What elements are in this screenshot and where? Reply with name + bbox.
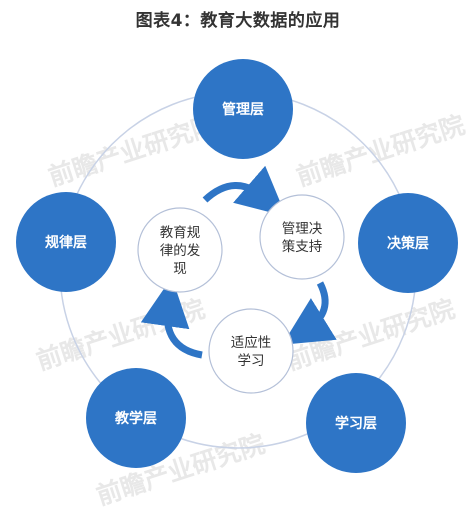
outer-node-top-circle [193,59,293,159]
inner-node-right-circle [259,194,345,280]
cycle-arrow-right [282,281,337,345]
inner-node-bottom-line-2: 学习 [238,353,265,369]
outer-node-top-label: 管理层 [222,101,264,118]
outer-node-bottom-right-circle [306,373,406,473]
outer-node-left-circle [16,192,116,292]
outer-node-bottom-left-circle [86,368,186,468]
inner-node-bottom-circle [208,308,294,394]
inner-node-right-line-1: 管理决 [282,221,323,237]
page-title: 图表4：教育大数据的应用 [135,11,341,31]
inner-node-left-line-3: 现 [173,261,187,277]
cycle-arrow-top [202,165,287,217]
inner-node-right: 管理决 策支持 [259,194,345,280]
watermark-text-1: 前瞻产业研究院 [45,110,220,192]
outer-node-bottom-right: 学习层 [306,373,406,473]
outer-node-top: 管理层 [193,59,293,159]
inner-node-bottom: 适应性 学习 [208,308,294,394]
watermark-text-3: 前瞻产业研究院 [33,294,208,376]
cycle-arrow-left [140,277,203,359]
watermark-text-4: 前瞻产业研究院 [283,294,458,376]
outer-node-right: 决策层 [358,193,458,293]
outer-node-bottom-left: 教学层 [86,368,186,468]
outer-node-right-circle [358,193,458,293]
inner-node-right-line-2: 策支持 [282,238,323,255]
outer-node-left-label: 规律层 [45,234,87,251]
cycle-arrows [140,165,337,359]
outer-node-bottom-right-label: 学习层 [335,415,377,432]
outer-node-left: 规律层 [16,192,116,292]
inner-node-bottom-line-1: 适应性 [231,334,272,351]
inner-node-left: 教育规 律的发 现 [137,207,223,293]
inner-node-left-circle [137,207,223,293]
inner-node-left-line-2: 律的发 [160,243,201,259]
outer-node-right-label: 决策层 [387,235,429,252]
watermark-text-2: 前瞻产业研究院 [293,110,468,192]
inner-node-left-line-1: 教育规 [160,225,201,241]
outer-node-bottom-left-label: 教学层 [115,410,157,427]
